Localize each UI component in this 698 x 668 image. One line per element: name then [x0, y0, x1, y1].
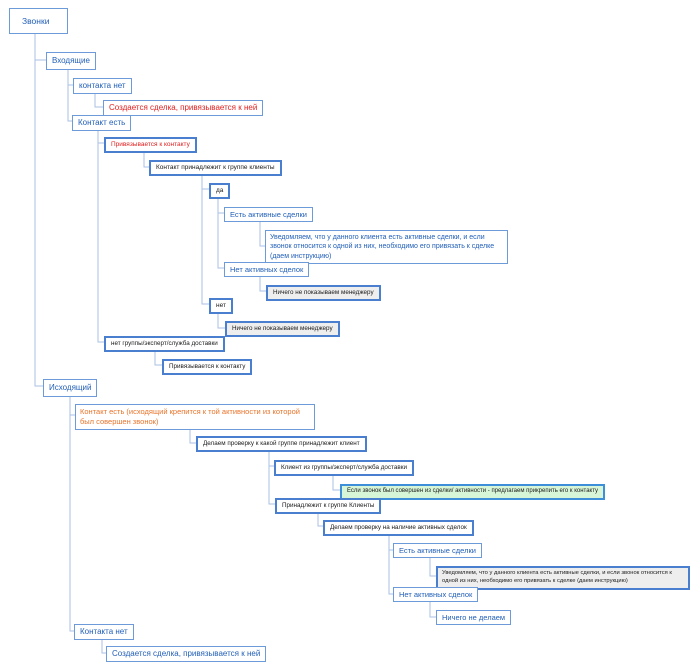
connector	[217, 213, 224, 269]
node-out-check-group[interactable]: Делаем проверку к какой группе принадлеж…	[196, 436, 367, 452]
node-in-active-deals[interactable]: Есть активные сделки	[224, 207, 313, 223]
node-out-client-group[interactable]: Клиент из группы/эксперт/служба доставки	[274, 460, 414, 476]
connector	[332, 473, 340, 491]
node-in-contact-group-clients[interactable]: Контакт принадлежит к группе клиенты	[149, 160, 282, 177]
node-out-no-active-deals[interactable]: Нет активных сделок	[393, 587, 479, 603]
connector	[317, 511, 323, 527]
node-out-check-active[interactable]: Делаем проверку на наличие активных сдел…	[323, 520, 474, 536]
node-in-yes[interactable]: да	[209, 183, 231, 200]
node-in-no-group[interactable]: нет группы/эксперт/служба доставки	[104, 336, 225, 352]
node-incoming[interactable]: Входящие	[46, 52, 96, 70]
connector	[189, 428, 196, 444]
node-in-nothing-show-1[interactable]: Ничего не показываем менеджеру	[266, 285, 381, 301]
connector	[97, 143, 104, 343]
connector	[34, 34, 46, 61]
node-in-no-active-deals[interactable]: Нет активных сделок	[224, 262, 310, 278]
node-in-bind-contact[interactable]: Привязывается к контакту	[104, 137, 197, 154]
connector	[101, 638, 106, 654]
connector	[268, 466, 275, 505]
node-outgoing[interactable]: Исходящий	[43, 379, 98, 397]
node-in-no-contact-create[interactable]: Создается сделка, привязывается к ней	[103, 100, 264, 116]
node-out-suggest-attach[interactable]: Если звонок был совершен из сделки/ акти…	[340, 484, 606, 500]
connector	[143, 150, 149, 168]
node-in-notify[interactable]: Уведомляем, что у данного клиента есть а…	[265, 230, 508, 265]
connector	[259, 275, 266, 292]
node-in-no-group-bind[interactable]: Привязывается к контакту	[162, 359, 253, 375]
connector	[34, 60, 43, 387]
node-out-contact-exists[interactable]: Контакт есть (исходящий крепится к той а…	[75, 404, 315, 431]
connector	[67, 85, 72, 122]
connector	[388, 550, 393, 595]
node-in-no[interactable]: нет	[209, 298, 233, 315]
node-out-do-nothing[interactable]: Ничего не делаем	[436, 610, 512, 626]
connector	[154, 349, 162, 366]
node-in-no-contact[interactable]: контакта нет	[73, 78, 132, 94]
connector	[201, 174, 209, 190]
connector	[429, 557, 436, 577]
node-root[interactable]: Звонки	[9, 8, 68, 34]
connector	[201, 189, 209, 305]
connector	[259, 221, 265, 247]
node-out-no-contact-create[interactable]: Создается сделка, привязывается к ней	[106, 646, 267, 662]
node-out-belongs-clients[interactable]: Принадлежит к группе Клиенты	[275, 498, 382, 514]
node-out-no-contact[interactable]: Контакта нет	[74, 624, 134, 640]
node-in-nothing-show-2[interactable]: Ничего не показываем менеджеру	[225, 321, 340, 337]
connector	[94, 92, 103, 108]
node-in-contact-exists[interactable]: Контакт есть	[72, 115, 132, 131]
node-out-notify[interactable]: Уведомляем, что у данного клиента есть а…	[436, 566, 690, 590]
connector	[429, 601, 436, 618]
node-out-active-deals[interactable]: Есть активные сделки	[393, 543, 482, 559]
connector	[217, 311, 225, 329]
connector	[69, 415, 74, 632]
